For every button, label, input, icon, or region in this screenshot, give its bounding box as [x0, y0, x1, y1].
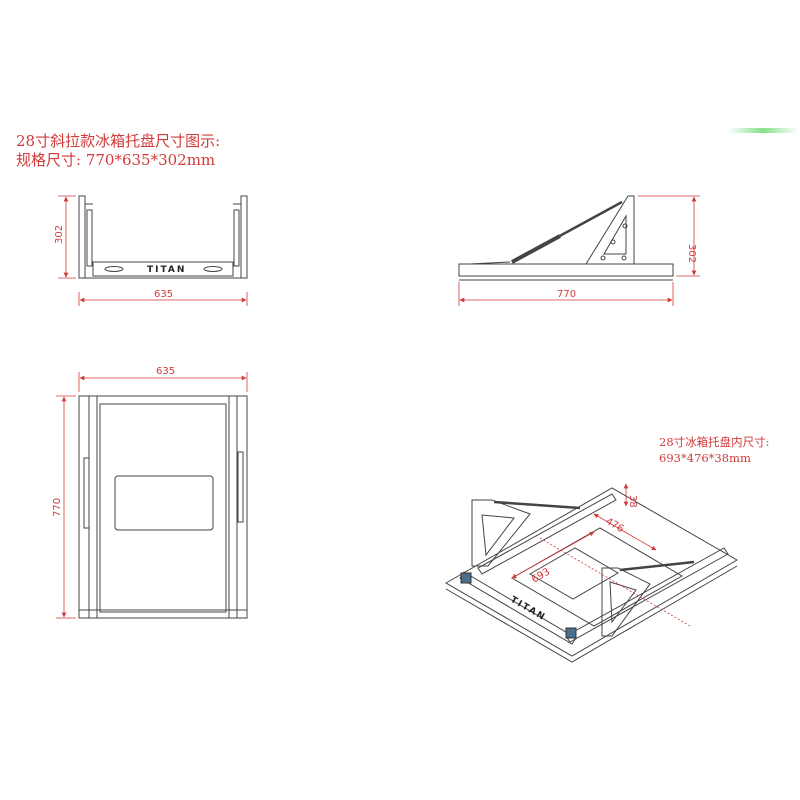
top-length-label: 770 [52, 498, 63, 517]
front-view [78, 195, 248, 279]
front-left-strut [86, 209, 93, 267]
front-dimension-lines [58, 195, 248, 306]
iso-left-gas-strut [493, 500, 581, 510]
iso-brand-label: TITAN [509, 595, 548, 623]
iso-inner-length-label: 693 [530, 567, 552, 586]
inner-size-value: 693*476*38mm [659, 451, 751, 465]
front-width-label: 635 [154, 289, 173, 300]
side-base-rail [458, 263, 674, 277]
side-length-label: 770 [557, 289, 576, 300]
front-brand-label: TITAN [147, 265, 186, 275]
front-right-strut [233, 209, 240, 267]
top-center-window [114, 475, 214, 531]
iso-base-plate [444, 487, 738, 657]
iso-right-gas-strut [619, 560, 695, 572]
front-right-post [240, 195, 248, 279]
top-width-label: 635 [156, 366, 175, 377]
top-dimension-lines [56, 372, 248, 619]
iso-inner-height-label: 38 [627, 495, 638, 508]
accent-stripe [728, 128, 798, 133]
top-view [78, 395, 248, 619]
side-view [458, 195, 674, 281]
top-right-strut [237, 451, 244, 523]
front-height-label: 302 [54, 225, 65, 244]
iso-left-bracket [471, 499, 531, 567]
iso-dimension-lines [511, 483, 691, 627]
front-base-plate [92, 261, 234, 277]
front-left-post [78, 195, 86, 279]
side-bracket [585, 195, 635, 265]
side-dimension-lines [458, 195, 700, 306]
top-tray-surface [99, 403, 227, 613]
top-left-strut [83, 457, 90, 529]
inner-size-title: 28寸冰箱托盘内尺寸: [659, 435, 770, 449]
spec-dimensions: 规格尺寸: 770*635*302mm [16, 151, 216, 169]
side-height-label: 302 [686, 244, 697, 263]
iso-right-bracket [601, 567, 651, 637]
isometric-view [444, 487, 738, 663]
drawing-title: 28寸斜拉款冰箱托盘尺寸图示: [16, 132, 221, 150]
top-outer-frame [78, 395, 248, 619]
